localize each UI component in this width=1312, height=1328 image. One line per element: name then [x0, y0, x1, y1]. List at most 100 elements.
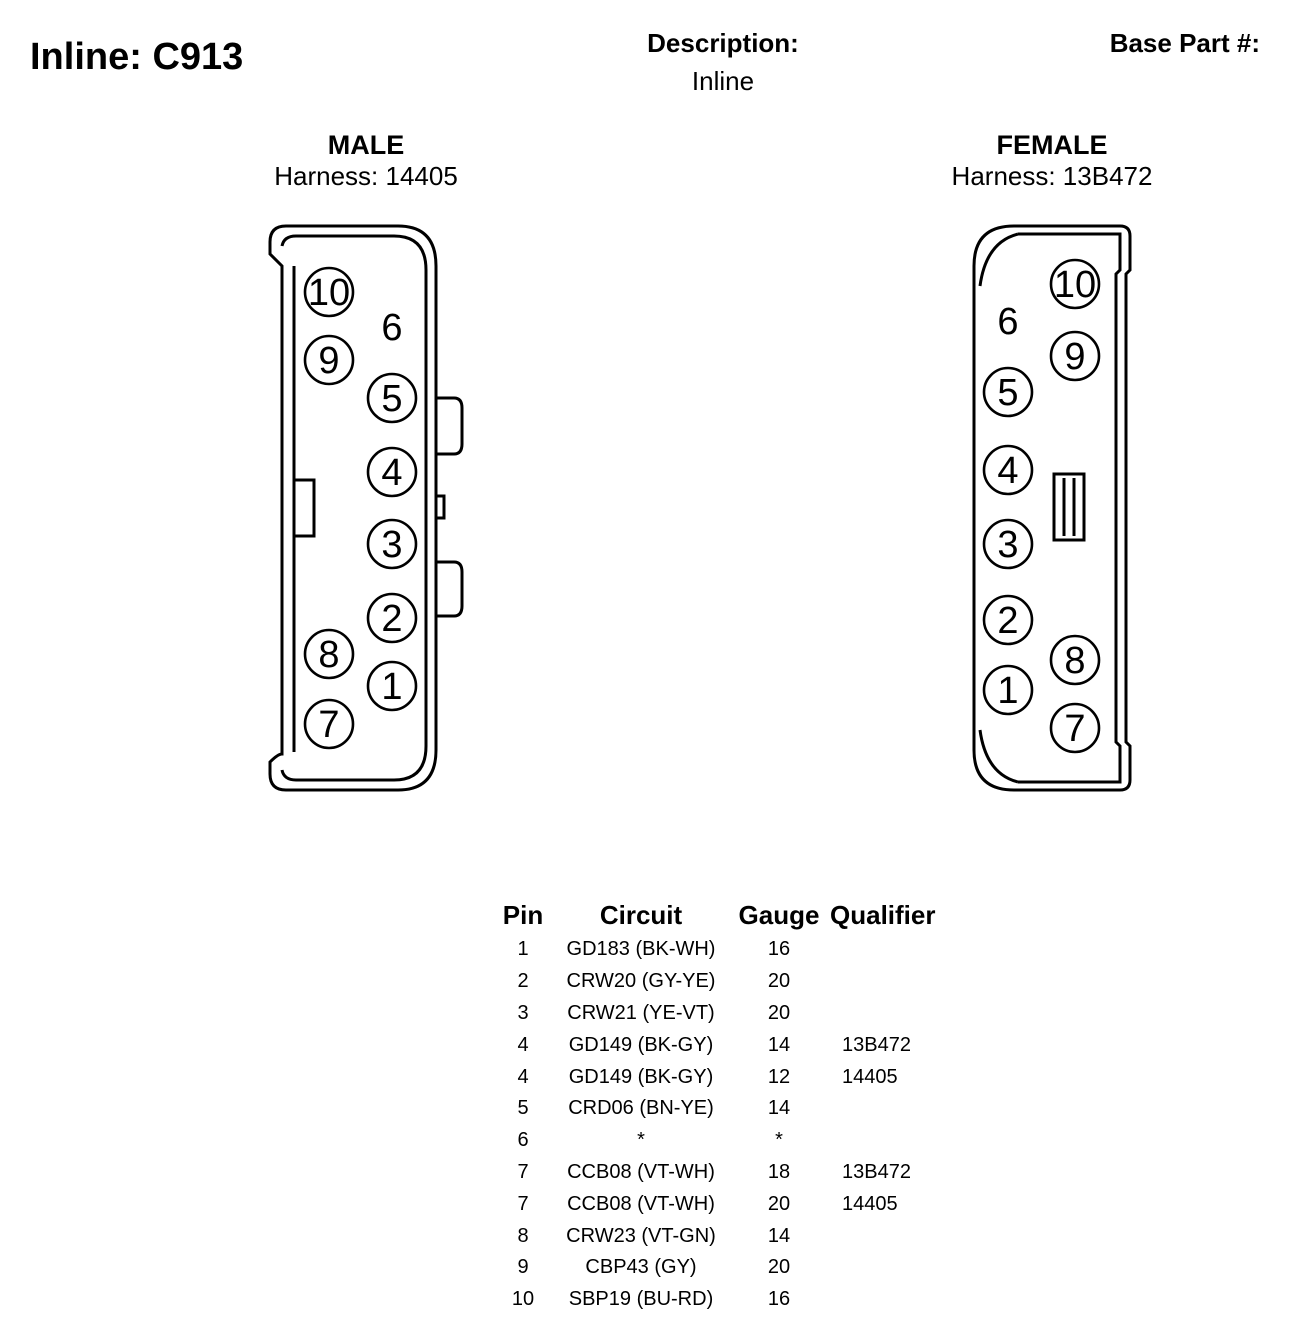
- circuit-cell: CRD06 (BN-YE): [568, 1097, 714, 1120]
- table-header-row: Pin Circuit Gauge Qualifier: [496, 898, 964, 934]
- female-pin-2-label: 2: [997, 600, 1018, 642]
- female-label: FEMALE: [996, 130, 1108, 160]
- qualifier-cell: [826, 1252, 964, 1284]
- male-pin-3: 3: [366, 518, 418, 570]
- female-pin-9-label: 9: [1064, 336, 1085, 378]
- female-harness: Harness: 13B472: [951, 161, 1153, 191]
- female-pin-2: 2: [982, 594, 1034, 646]
- male-pin-7: 7: [303, 698, 355, 750]
- circuit-cell: CCB08 (VT-WH): [567, 1160, 715, 1183]
- female-pin-6: 6: [997, 301, 1018, 343]
- circuit-cell: GD149 (BK-GY): [568, 1033, 714, 1056]
- circuit-cell: CBP43 (GY): [585, 1256, 697, 1279]
- description-label: Description:: [647, 28, 799, 58]
- male-pin-4-label: 4: [381, 452, 402, 494]
- header-qualifier: Qualifier: [830, 899, 936, 930]
- female-pin-8-label: 8: [1064, 640, 1085, 682]
- gauge-cell: 14: [767, 1097, 791, 1120]
- male-connector-diagram: 10 9 6 5 4 3 2 8 1 7: [268, 224, 464, 792]
- male-harness: Harness: 14405: [274, 161, 458, 191]
- pin-cell: 2: [517, 970, 529, 993]
- female-connector-outline: [972, 224, 1132, 792]
- qualifier-cell: [826, 1284, 964, 1316]
- male-pin-1-label: 1: [381, 666, 402, 708]
- gauge-cell: 14: [767, 1224, 791, 1247]
- female-pin-7: 7: [1049, 702, 1101, 754]
- circuit-cell: GD183 (BK-WH): [566, 938, 716, 961]
- gauge-cell: 20: [767, 970, 791, 993]
- pin-cell: 1: [517, 938, 529, 961]
- female-pin-8: 8: [1049, 634, 1101, 686]
- male-pin-2-label: 2: [381, 598, 402, 640]
- qualifier-cell: 14405: [842, 1192, 898, 1215]
- male-pin-5: 5: [366, 372, 418, 424]
- male-pin-9-label: 9: [318, 340, 339, 382]
- connector-title: Inline: C913: [30, 36, 244, 78]
- female-pin-10: 10: [1049, 258, 1101, 310]
- table-row: 7 CCB08 (VT-WH) 18 13B472: [496, 1157, 964, 1189]
- male-pin-2: 2: [366, 592, 418, 644]
- pin-cell: 7: [517, 1160, 529, 1183]
- header-gauge: Gauge: [738, 899, 820, 930]
- female-pin-5-label: 5: [997, 372, 1018, 414]
- male-pin-3-label: 3: [381, 524, 402, 566]
- male-pin-7-label: 7: [318, 704, 339, 746]
- gauge-cell: 20: [767, 1192, 791, 1215]
- circuit-cell: CRW23 (VT-GN): [566, 1224, 716, 1247]
- qualifier-cell: 13B472: [842, 1033, 911, 1056]
- male-pin-10-label: 10: [308, 272, 350, 314]
- qualifier-cell: [826, 1220, 964, 1252]
- circuit-cell: CCB08 (VT-WH): [567, 1192, 715, 1215]
- gauge-cell: 12: [767, 1065, 791, 1088]
- pin-cell: 5: [517, 1097, 529, 1120]
- female-pin-3-label: 3: [997, 524, 1018, 566]
- male-pin-8: 8: [303, 628, 355, 680]
- qualifier-cell: [826, 998, 964, 1030]
- male-connector-outline: [268, 224, 464, 792]
- pin-cell: 6: [517, 1129, 529, 1152]
- female-pin-5: 5: [982, 366, 1034, 418]
- table-row: 7 CCB08 (VT-WH) 20 14405: [496, 1188, 964, 1220]
- male-pin-10: 10: [303, 266, 355, 318]
- female-connector-diagram: 10 9 6 5 4 3 2 8 1 7: [972, 224, 1132, 792]
- female-pin-4: 4: [982, 444, 1034, 496]
- gauge-cell: 18: [767, 1160, 791, 1183]
- pin-cell: 10: [511, 1288, 535, 1311]
- circuit-cell: CRW20 (GY-YE): [566, 970, 716, 993]
- base-part-label: Base Part #:: [1109, 28, 1260, 58]
- pin-cell: 8: [517, 1224, 529, 1247]
- female-pin-3: 3: [982, 518, 1034, 570]
- qualifier-cell: [826, 1093, 964, 1125]
- female-connector-header: FEMALE Harness: 13B472: [892, 130, 1212, 192]
- pin-cell: 4: [517, 1065, 529, 1088]
- male-pin-6: 6: [381, 307, 402, 349]
- male-pin-1: 1: [366, 660, 418, 712]
- qualifier-cell: 13B472: [842, 1160, 911, 1183]
- gauge-cell: 20: [767, 1256, 791, 1279]
- description-value: Inline: [691, 66, 755, 96]
- female-pin-6-label: 6: [997, 301, 1018, 343]
- table-row: 2 CRW20 (GY-YE) 20: [496, 966, 964, 998]
- circuit-cell: GD149 (BK-GY): [568, 1065, 714, 1088]
- circuit-cell: *: [637, 1129, 645, 1152]
- header-circuit: Circuit: [599, 899, 683, 930]
- pin-cell: 7: [517, 1192, 529, 1215]
- male-pin-5-label: 5: [381, 378, 402, 420]
- table-row: 6**: [496, 1125, 964, 1157]
- female-pin-10-label: 10: [1054, 264, 1096, 306]
- male-pin-9: 9: [303, 334, 355, 386]
- female-pin-4-label: 4: [997, 450, 1018, 492]
- female-pin-1: 1: [982, 664, 1034, 716]
- qualifier-cell: [826, 1125, 964, 1157]
- male-pin-6-label: 6: [381, 307, 402, 349]
- pinout-table: Pin Circuit Gauge Qualifier 1 GD183 (BK-W…: [496, 898, 964, 1316]
- gauge-cell: 20: [767, 1001, 791, 1024]
- header-pin: Pin: [502, 899, 544, 930]
- female-pin-7-label: 7: [1064, 708, 1085, 750]
- male-label: MALE: [327, 130, 405, 160]
